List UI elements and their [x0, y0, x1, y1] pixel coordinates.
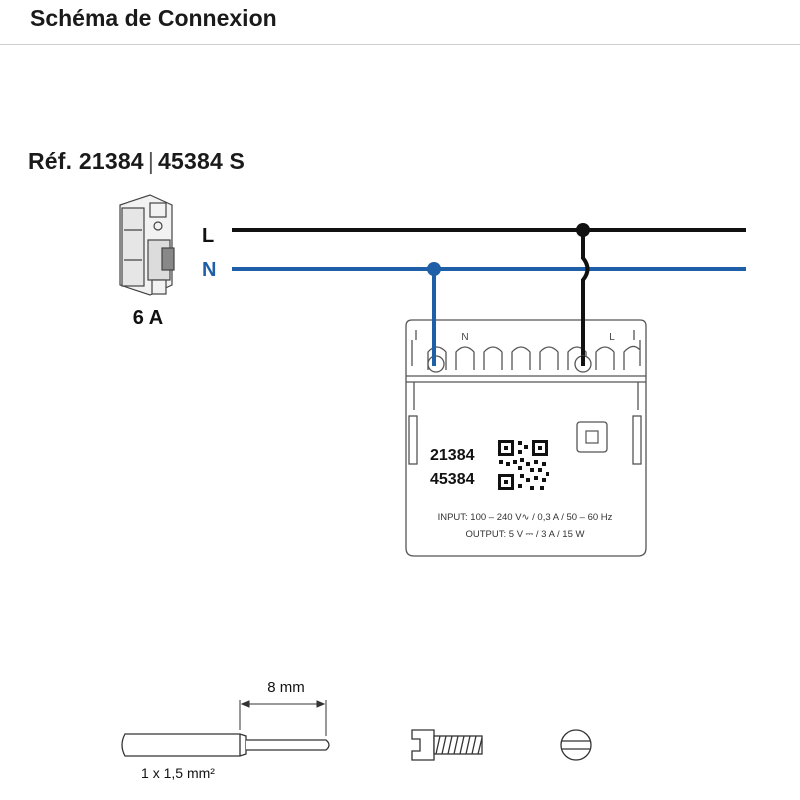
terminal-l-label: L: [609, 332, 615, 343]
model-number-2: 45384: [430, 471, 475, 488]
breaker-rating: 6 A: [133, 307, 163, 329]
module-body: [405, 319, 647, 557]
reference-prefix: Réf. 21384: [28, 148, 144, 174]
page-title: Schéma de Connexion: [30, 5, 277, 31]
strip-length-label: 8 mm: [267, 679, 305, 696]
output-spec: OUTPUT: 5 V ⎓ / 3 A / 15 W: [466, 529, 585, 540]
breaker-icon: [119, 194, 175, 296]
live-junction: [576, 223, 590, 237]
model-number-1: 21384: [430, 447, 475, 464]
live-drop-wire: [581, 230, 590, 366]
qr-code-icon: [498, 440, 549, 490]
neutral-junction: [427, 262, 441, 276]
strip-length-dimension: [239, 700, 327, 736]
stripped-wire-icon: [121, 733, 330, 757]
reference-title: Réf. 21384|45384 S: [28, 148, 245, 175]
neutral-line-label: N: [202, 259, 216, 281]
header-bar: Schéma de Connexion: [0, 0, 800, 45]
reference-suffix: 45384 S: [158, 148, 246, 174]
live-line-label: L: [202, 225, 214, 247]
input-spec: INPUT: 100 – 240 V∿ / 0,3 A / 50 – 60 Hz: [438, 512, 613, 523]
wire-cross-section-label: 1 x 1,5 mm²: [141, 765, 215, 781]
screw-icon: [411, 729, 483, 761]
reference-separator: |: [147, 148, 154, 174]
screw-head-icon: [560, 729, 592, 761]
terminal-n-label: N: [461, 332, 468, 343]
